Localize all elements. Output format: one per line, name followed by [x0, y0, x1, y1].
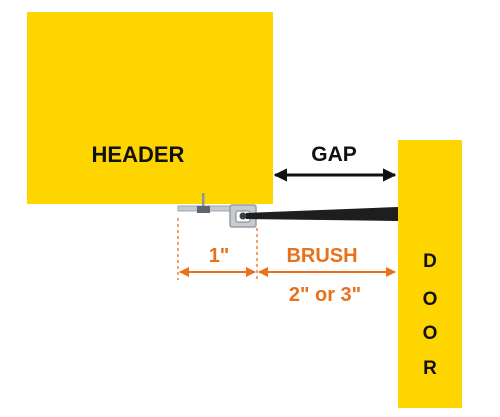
bracket-width-label: 1" [209, 245, 230, 267]
door-block [398, 140, 462, 408]
door-letter: D [423, 251, 437, 272]
header-label: HEADER [92, 142, 185, 167]
door-letter: O [423, 323, 438, 344]
door-letter: O [423, 289, 438, 310]
door-letter: R [423, 358, 437, 379]
screw-icon [202, 193, 205, 207]
brush-label: BRUSH [286, 245, 357, 267]
brush-size-label: 2" or 3" [289, 284, 361, 306]
header-block [27, 12, 273, 204]
dimension-guides [177, 218, 258, 280]
gap-label: GAP [311, 143, 357, 166]
brush-bristles [246, 207, 398, 221]
mounting-bracket [177, 193, 257, 228]
door-label: D O O R [423, 251, 438, 379]
